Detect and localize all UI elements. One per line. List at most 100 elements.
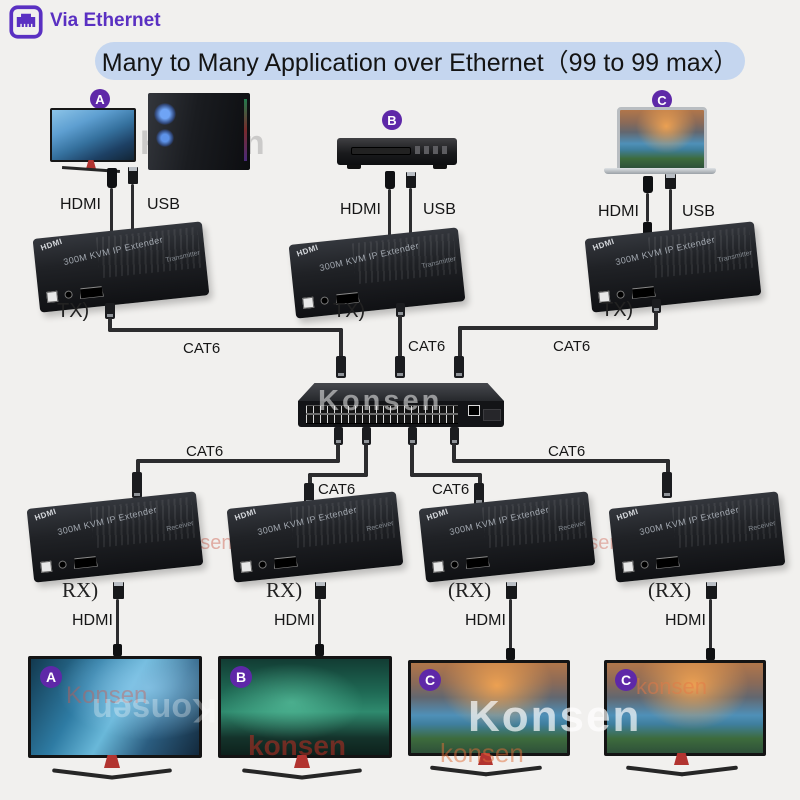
usb-cable xyxy=(669,189,672,238)
hdmi-port-icon xyxy=(631,286,656,299)
rj45-plug xyxy=(362,427,371,445)
extender-brand-label: HDMI xyxy=(295,242,320,259)
hdmi-plug-icon xyxy=(706,648,715,661)
cat6-cable xyxy=(136,459,140,474)
cat6-cable xyxy=(336,443,340,463)
hdmi-label: HDMI xyxy=(665,612,706,629)
source-badge-a: A xyxy=(90,89,110,109)
rj45-plug xyxy=(334,427,343,445)
cat6-cable xyxy=(364,443,368,477)
cat6-label: CAT6 xyxy=(183,340,221,357)
cat6-cable xyxy=(458,326,462,358)
rx-label: RX) xyxy=(62,578,99,602)
hdmi-plug-icon xyxy=(315,644,324,657)
usb-label: USB xyxy=(682,203,715,220)
hdmi-label: HDMI xyxy=(465,612,506,629)
cat6-cable xyxy=(452,443,456,463)
rx-extender-2: HDMI 300M KVM IP Extender Receiver xyxy=(226,491,404,583)
hdmi-port-icon xyxy=(73,556,98,569)
usb-port-icon xyxy=(240,560,253,573)
monitor-stand xyxy=(294,755,310,768)
hdmi-label: HDMI xyxy=(598,203,639,220)
hdmi-label: HDMI xyxy=(274,612,315,629)
rx-label: (RX) xyxy=(648,578,692,602)
hdmi-label: HDMI xyxy=(72,612,113,629)
ir-jack-icon xyxy=(258,560,267,570)
usb-port-icon xyxy=(40,560,53,573)
hdmi-cable xyxy=(110,188,113,236)
hdmi-port-icon xyxy=(465,556,490,569)
display-badge-a: A xyxy=(40,666,62,688)
cat6-cable xyxy=(410,473,482,477)
cat6-label: CAT6 xyxy=(432,481,470,498)
rj45-plug xyxy=(395,356,405,378)
rx-extender-1: HDMI 300M KVM IP Extender Receiver xyxy=(26,491,204,583)
ir-jack-icon xyxy=(64,290,73,300)
monitor-stand-leg xyxy=(299,768,363,780)
hdmi-cable xyxy=(709,599,712,650)
monitor-stand-leg xyxy=(679,765,739,777)
usb-plug-icon xyxy=(506,582,517,599)
title-banner: Many to Many Application over Ethernet（9… xyxy=(95,42,745,80)
ethernet-switch xyxy=(298,383,504,401)
rx-extender-4: HDMI 300M KVM IP Extender Receiver xyxy=(608,491,786,583)
cat6-cable xyxy=(452,459,670,463)
rj45-plug xyxy=(662,472,672,498)
rj45-plug xyxy=(396,303,405,317)
ethernet-port-icon xyxy=(9,5,43,39)
cat6-label: CAT6 xyxy=(318,481,356,498)
extender-brand-label: HDMI xyxy=(33,506,58,523)
rj45-plug xyxy=(132,472,142,498)
usb-cable xyxy=(131,184,134,236)
source-badge-b: B xyxy=(382,110,402,130)
usb-plug-icon xyxy=(706,582,717,599)
switch-sfp-slot xyxy=(483,409,501,421)
rx-extender-3: HDMI 300M KVM IP Extender Receiver xyxy=(418,491,596,583)
cat6-label: CAT6 xyxy=(186,443,224,460)
rj45-plug xyxy=(450,427,459,445)
player-foot xyxy=(433,165,447,169)
hdmi-cable xyxy=(509,599,512,650)
usb-plug-icon xyxy=(406,172,416,188)
hdmi-port-icon xyxy=(79,286,104,299)
rj45-plug xyxy=(408,427,417,445)
switch-port-strip xyxy=(306,405,458,424)
rx-label: RX) xyxy=(266,578,303,602)
rj45-plug xyxy=(652,299,661,313)
monitor-stand-leg xyxy=(483,765,543,777)
cat6-label: CAT6 xyxy=(408,338,446,355)
source-monitor-a xyxy=(50,108,136,162)
usb-plug-icon xyxy=(128,167,138,184)
cat6-cable xyxy=(308,473,312,485)
cat6-cable xyxy=(398,315,402,358)
rgb-fan-icon xyxy=(154,103,176,125)
hdmi-label: HDMI xyxy=(340,201,381,218)
tx-extender-1: HDMI 300M KVM IP Extender Transmitter xyxy=(32,221,210,313)
usb-plug-icon xyxy=(665,174,676,189)
monitor-stand xyxy=(674,753,689,765)
hdmi-cable xyxy=(388,189,391,242)
monitor-stand-leg xyxy=(625,765,685,777)
hdmi-cable xyxy=(116,599,119,646)
hdmi-cable xyxy=(646,193,649,222)
cat6-label: CAT6 xyxy=(553,338,591,355)
extender-brand-label: HDMI xyxy=(615,506,640,523)
extender-brand-label: HDMI xyxy=(425,506,450,523)
monitor-stand xyxy=(478,753,493,765)
usb-port-icon xyxy=(302,296,315,309)
player-buttons xyxy=(415,146,449,154)
usb-port-icon xyxy=(432,560,445,573)
hdmi-plug-icon xyxy=(107,168,117,188)
cat6-label: CAT6 xyxy=(548,443,586,460)
extender-brand-label: HDMI xyxy=(233,506,258,523)
ir-jack-icon xyxy=(450,560,459,570)
usb-port-icon xyxy=(622,560,635,573)
rx-label: (RX) xyxy=(448,578,492,602)
hdmi-plug-icon xyxy=(113,644,122,657)
usb-plug-icon xyxy=(113,582,124,599)
player-foot xyxy=(347,165,361,169)
tx-label: TX) xyxy=(333,300,366,322)
tx-label: TX) xyxy=(601,299,634,321)
cat6-cable xyxy=(308,473,368,477)
